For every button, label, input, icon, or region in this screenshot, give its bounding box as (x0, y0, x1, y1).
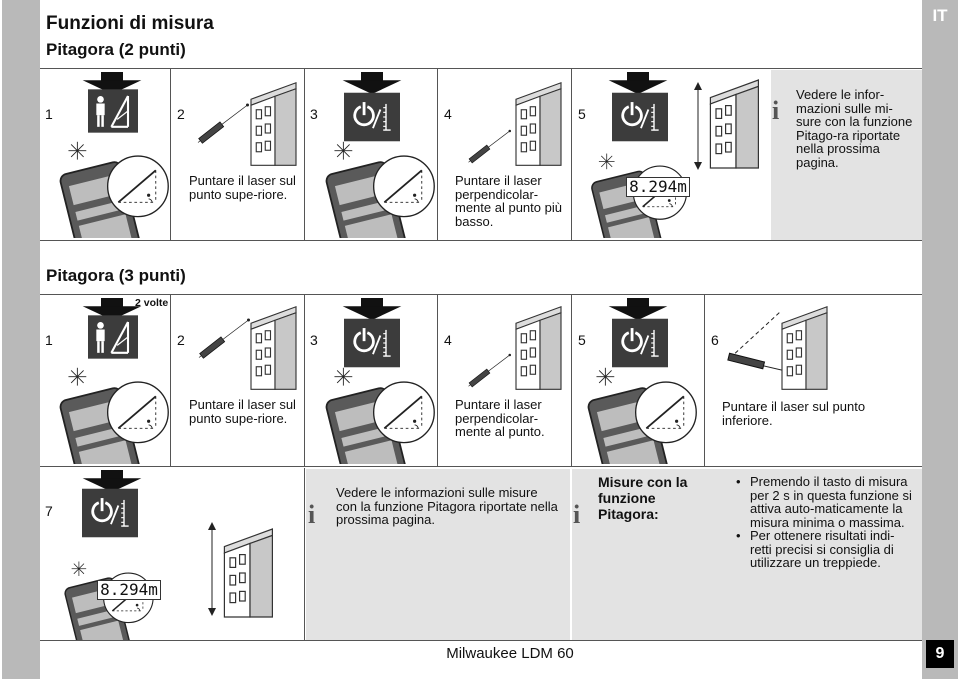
divider (304, 468, 305, 640)
tips-list: Premendo il tasto di misura per 2 s in q… (736, 475, 912, 570)
press-twice-label: 2 volte (135, 297, 169, 309)
divider (437, 294, 438, 466)
laser-pen-icon (466, 126, 516, 166)
divider (437, 68, 438, 240)
caption-aim-bottom-point: Puntare il laser sul punto inferiore. (722, 399, 866, 428)
section1-bottom-rule (40, 240, 922, 241)
step-number: 6 (711, 332, 719, 348)
height-dimension-icon (694, 82, 702, 170)
step-number: 5 (578, 332, 586, 348)
info-icon: i (772, 96, 780, 125)
laser-pen-icon (466, 350, 516, 390)
divider (571, 294, 572, 466)
caption-aim-top-point: Puntare il laser sul punto supe-riore. (189, 397, 296, 426)
info-icon: i (573, 500, 581, 529)
arrow-down-icon (606, 298, 670, 320)
info-note-box (306, 469, 570, 640)
info-note-box (771, 70, 922, 240)
section2-top-rule (40, 294, 922, 295)
pythagoras-mode-icon (88, 314, 138, 360)
page-title: Funzioni di misura (46, 13, 214, 34)
pythagoras-mode-icon (88, 88, 138, 134)
distance-display: 8.294m (626, 177, 690, 197)
arrow-down-icon (606, 72, 670, 94)
step-number: 2 (177, 332, 185, 348)
left-side-bar (2, 0, 40, 679)
language-label: IT (932, 6, 948, 25)
arrow-down-icon (340, 72, 404, 94)
divider (170, 294, 171, 466)
divider (704, 294, 705, 466)
page-number: 9 (926, 640, 954, 668)
laser-device-icon (322, 140, 436, 238)
step-number: 4 (444, 106, 452, 122)
divider (571, 68, 572, 240)
divider (304, 68, 305, 240)
building-icon (245, 76, 305, 172)
caption-aim-perpendicular: Puntare il laser perpendicolar-mente al … (455, 397, 545, 439)
building-icon (245, 300, 305, 396)
info-note-text: Vedere le infor-mazioni sulle mi-sure co… (796, 87, 913, 170)
step-number: 1 (45, 332, 53, 348)
tip-item: Premendo il tasto di misura per 2 s in q… (736, 475, 912, 529)
laser-device-icon (584, 366, 698, 464)
measure-key-icon (82, 488, 138, 538)
laser-device-icon (56, 140, 170, 238)
tips-panel-title: Misure con la funzione Pitagora: (598, 474, 688, 522)
building-icon (510, 300, 570, 396)
divider (170, 68, 171, 240)
building-icon (704, 76, 768, 172)
building-icon (218, 510, 282, 636)
section-title-2-points: Pitagora (2 punti) (46, 40, 186, 59)
section2-bottom-rule (40, 466, 922, 467)
section3-bottom-rule (40, 640, 922, 641)
laser-device-icon (322, 366, 436, 464)
distance-display: 8.294m (97, 580, 161, 600)
divider (304, 294, 305, 466)
step-number: 1 (45, 106, 53, 122)
info-icon: i (308, 500, 316, 529)
product-name: Milwaukee LDM 60 (446, 645, 574, 662)
laser-device-icon (56, 366, 170, 464)
section1-top-rule (40, 68, 922, 69)
building-icon (510, 76, 570, 172)
step-number: 2 (177, 106, 185, 122)
step-number: 4 (444, 332, 452, 348)
measure-key-icon (612, 318, 668, 368)
height-dimension-icon (208, 522, 216, 616)
caption-aim-top-point: Puntare il laser sul punto supe-riore. (189, 173, 296, 202)
laser-device-icon (52, 560, 164, 640)
step-number: 5 (578, 106, 586, 122)
measure-key-icon (612, 92, 668, 142)
right-side-bar (922, 0, 958, 679)
step-number: 3 (310, 106, 318, 122)
info-note-text: Vedere le informazioni sulle misure con … (336, 485, 558, 527)
step-number: 3 (310, 332, 318, 348)
caption-aim-perpendicular: Puntare il laser perpendicolar-mente al … (455, 173, 562, 229)
tip-item: Per ottenere risultati indi-retti precis… (736, 529, 912, 570)
building-icon (776, 300, 836, 396)
arrow-down-icon (340, 298, 404, 320)
measure-key-icon (344, 92, 400, 142)
section-title-3-points: Pitagora (3 punti) (46, 266, 186, 285)
step-number: 7 (45, 503, 53, 519)
measure-key-icon (344, 318, 400, 368)
footer: Milwaukee LDM 60 (0, 645, 960, 662)
